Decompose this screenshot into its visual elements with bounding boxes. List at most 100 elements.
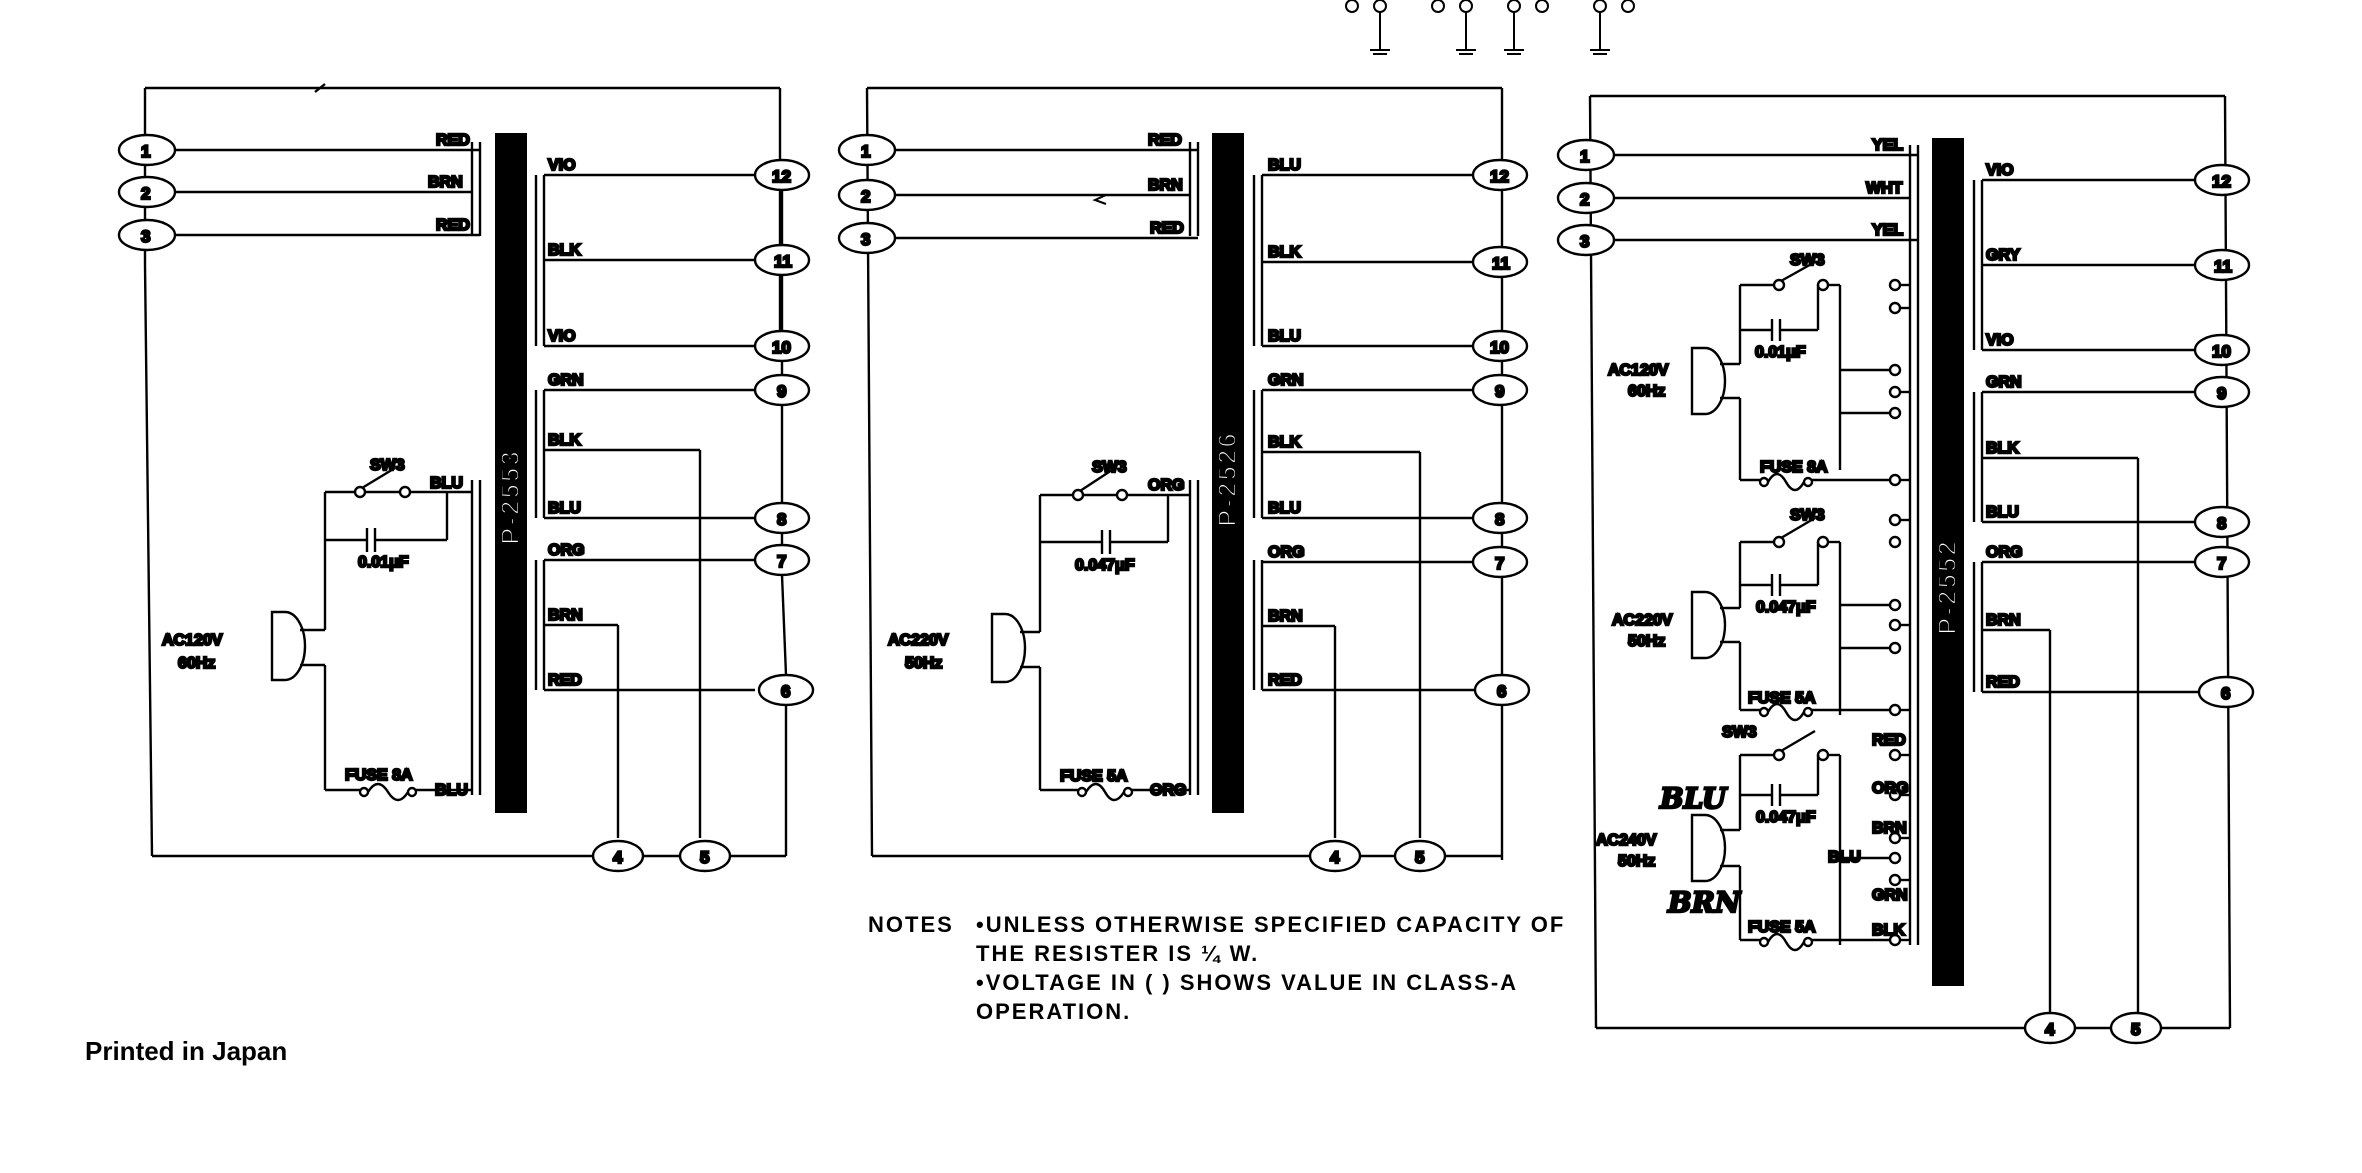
wire-label: YEL: [1872, 137, 1903, 154]
part-number: P-2552: [1932, 539, 1962, 635]
plug-icon: [270, 610, 307, 682]
pin-4-label: 4: [1330, 848, 1340, 867]
sub-circuit-240v: SW3 0.047μF AC240V 50Hz FUSE 5A RED OR: [1595, 723, 1910, 952]
switch-label: SW3: [1790, 252, 1825, 269]
pin-11-label: 11: [1492, 254, 1510, 273]
plug-icon: [990, 612, 1027, 684]
pin-2-label: 2: [861, 187, 870, 206]
plug-label-line1: AC120V: [162, 632, 223, 649]
pin-10-label: 10: [772, 338, 791, 357]
wire-label: YEL: [1872, 222, 1903, 239]
switch-label: SW3: [1092, 459, 1127, 476]
tap-wire-label: BRN: [1872, 820, 1907, 837]
wire-label: BLU: [1268, 328, 1301, 345]
wire-label: BLU: [1986, 504, 2019, 521]
pin-8-label: 8: [777, 510, 786, 529]
pin-6: [1473, 673, 1531, 707]
wire-label: BLK: [1268, 244, 1301, 261]
pin-4: [2023, 1011, 2077, 1045]
pin-12-label: 12: [1490, 167, 1509, 186]
pin-10: [2193, 333, 2251, 367]
pin-11: [1471, 245, 1529, 279]
wire-label: BLU: [1268, 500, 1301, 517]
transformer-core: [1932, 138, 1964, 986]
wire-label: GRN: [1268, 372, 1304, 389]
pin-3-label: 3: [141, 227, 150, 246]
panel-p2552: P-2552 1 2 3 YEL WHT YEL VIO GRY VIO GRN…: [1556, 94, 2255, 1045]
pin-9-label: 9: [777, 382, 786, 401]
pin-11-label: 11: [2214, 257, 2232, 276]
notes-line: •UNLESS OTHERWISE SPECIFIED CAPACITY OF: [976, 912, 1566, 937]
pin-8: [1471, 501, 1529, 535]
fuse-icon: [1766, 932, 1806, 952]
fuse-label: FUSE 8A: [345, 767, 413, 784]
plug-label-line2: 60Hz: [1628, 383, 1665, 400]
pin-6-label: 6: [781, 682, 790, 701]
pin-1-label: 1: [1580, 147, 1589, 166]
fuse-icon: [1084, 782, 1126, 802]
fuse-icon: [1766, 702, 1806, 722]
wire-label: BLU: [435, 782, 468, 799]
tap-wire-label: RED: [1872, 732, 1906, 749]
tap-wire-label: GRN: [1872, 887, 1908, 904]
wire-label: WHT: [1866, 180, 1903, 197]
wire-label: VIO: [1986, 332, 2014, 349]
wire-label: BLK: [1986, 440, 2019, 457]
plug-label-line2: 50Hz: [905, 655, 942, 672]
wire-label: RED: [1148, 132, 1182, 149]
plug-icon: [1690, 346, 1727, 416]
pin-8-label: 8: [2217, 514, 2226, 533]
wire-label: BLU: [430, 475, 463, 492]
plug-label-line2: 60Hz: [178, 655, 215, 672]
pin-4: [1308, 839, 1362, 873]
tap-wire-label: BLK: [1872, 922, 1905, 939]
wire-label: ORG: [548, 542, 584, 559]
wire-label: ORG: [1150, 782, 1186, 799]
sub-circuit-120v: SW3 0.01μF AC120V 60Hz FUSE 8A: [1607, 251, 1910, 492]
pin-6-label: 6: [2221, 684, 2230, 703]
wire-label: BRN: [548, 607, 583, 624]
pin-7-label: 7: [1495, 554, 1504, 573]
wire-label: BRN: [428, 174, 463, 191]
handwritten-note: BLU: [1659, 782, 1728, 815]
pin-8: [2193, 505, 2251, 539]
pin-6-label: 6: [1497, 682, 1506, 701]
pin-4-label: 4: [2045, 1020, 2055, 1039]
wire-label: BRN: [1268, 608, 1303, 625]
pin-7: [2193, 545, 2251, 579]
pin-9-label: 9: [2217, 384, 2226, 403]
notes-block: NOTES •UNLESS OTHERWISE SPECIFIED CAPACI…: [868, 910, 1565, 1026]
transformer-core: [1212, 133, 1244, 813]
wire-label: RED: [436, 132, 470, 149]
pin-10-label: 10: [1490, 338, 1509, 357]
wire-label: VIO: [548, 328, 576, 345]
pin-3-label: 3: [861, 230, 870, 249]
plug-icon: [1690, 813, 1727, 883]
fuse-label: FUSE 5A: [1060, 768, 1128, 785]
pin-11-label: 11: [774, 252, 792, 271]
pin-9: [2193, 375, 2251, 409]
transformer-core: [495, 133, 527, 813]
pin-5-label: 5: [700, 848, 709, 867]
pin-7: [1471, 545, 1529, 579]
notes-line: THE RESISTER IS ¼ W.: [976, 941, 1260, 966]
pin-5: [678, 839, 732, 873]
wire-label: BLK: [548, 242, 581, 259]
wire-label: RED: [436, 217, 470, 234]
pin-5: [1393, 839, 1447, 873]
plug-label-line2: 50Hz: [1618, 853, 1655, 870]
pin-1-label: 1: [141, 142, 150, 161]
pin-12: [1471, 158, 1529, 192]
plug-label-line1: AC220V: [888, 632, 949, 649]
notes-line: OPERATION.: [976, 999, 1132, 1024]
pin-4-label: 4: [613, 848, 623, 867]
notes-line: •VOLTAGE IN ( ) SHOWS VALUE IN CLASS-A: [976, 970, 1519, 995]
wire-label: GRN: [1986, 374, 2022, 391]
wire-label: GRN: [548, 372, 584, 389]
part-number: P-2553: [495, 449, 525, 545]
pin-4: [591, 839, 645, 873]
fuse-icon: [366, 782, 410, 802]
panel-p2526: P-2526 1 2 3 RED BRN RED BLU BLK BLU GRN…: [837, 86, 1531, 873]
handwritten-note: BRN: [1667, 886, 1742, 919]
